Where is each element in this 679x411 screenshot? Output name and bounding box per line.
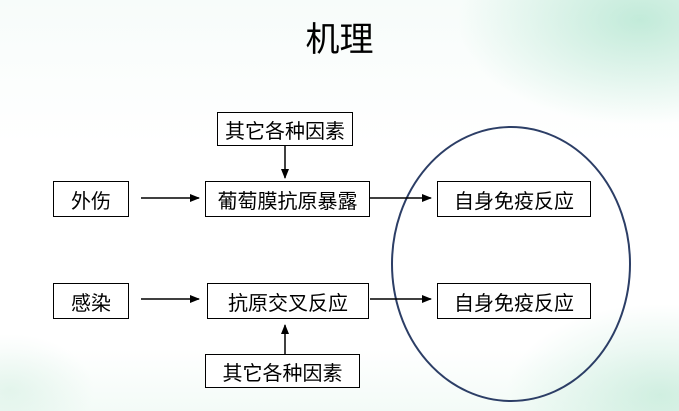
grape-membrane-antigen-exposure-box: 葡萄膜抗原暴露 bbox=[205, 181, 370, 217]
autoimmune-response-bottom-box: 自身免疫反应 bbox=[437, 283, 591, 319]
autoimmune-group-ellipse bbox=[391, 126, 631, 402]
autoimmune-response-top-box: 自身免疫反应 bbox=[437, 181, 591, 217]
trauma-box: 外伤 bbox=[53, 181, 129, 217]
antigen-cross-reaction-box: 抗原交叉反应 bbox=[207, 283, 369, 319]
page-title: 机理 bbox=[305, 20, 374, 60]
infection-box: 感染 bbox=[53, 283, 129, 319]
other-factors-bottom-box: 其它各种因素 bbox=[205, 354, 360, 388]
other-factors-top-box: 其它各种因素 bbox=[217, 112, 353, 146]
